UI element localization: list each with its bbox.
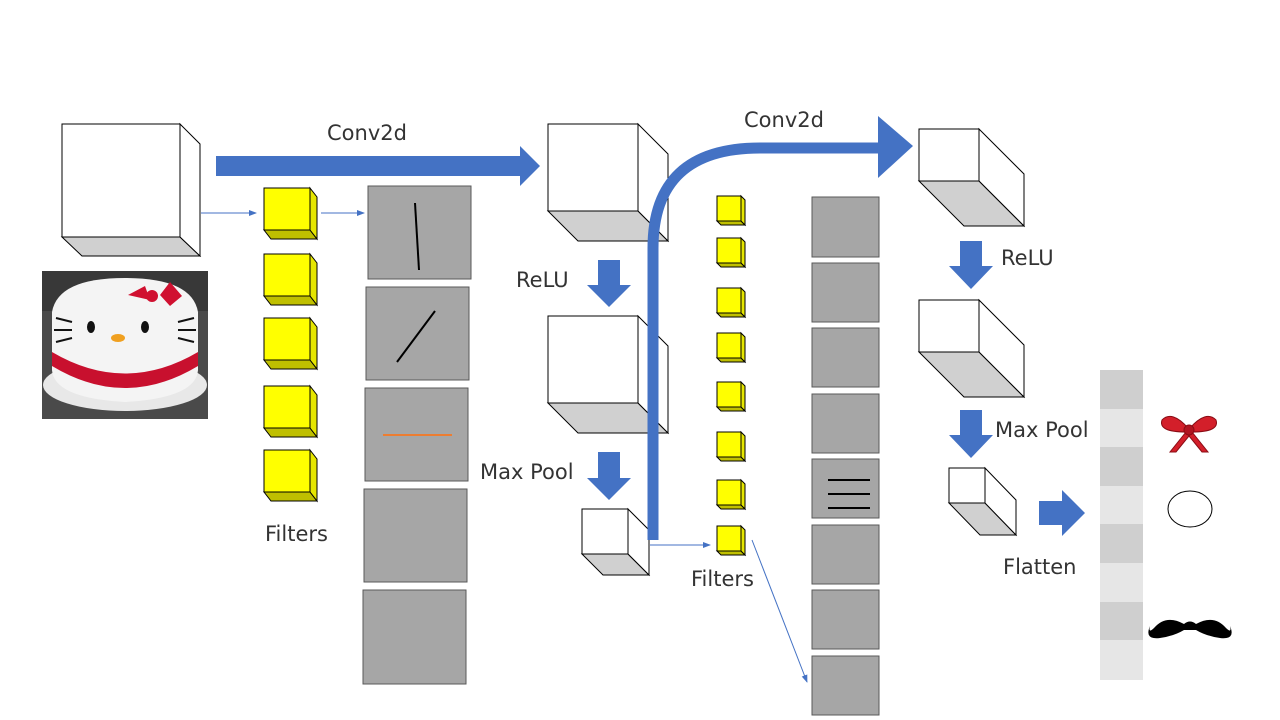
feature-map [811,196,880,258]
filter-cube [262,316,319,371]
filter-cube [715,380,747,413]
feature-map [362,589,467,685]
maxpool-arrow-2 [949,410,993,458]
filters-label-1: Filters [265,522,328,546]
conv2d-arrow-1 [216,146,540,186]
conv2d-label-1: Conv2d [327,121,407,145]
mustache-icon [1148,619,1232,639]
conv2d-arrow-2 [647,116,913,540]
filter-cube [262,384,319,439]
filter-cube [715,194,747,227]
relu-output-volume-2 [917,298,1026,399]
maxpool-arrow-1 [587,452,631,500]
relu-arrow-2 [949,241,993,289]
feature-map [811,655,880,716]
feature-map [811,262,880,323]
vertical-edge-line [414,202,420,271]
maxpool-label-1: Max Pool [480,460,574,484]
filters-column-2 [715,194,747,557]
feature-map [811,524,880,585]
pooled-volume-2 [947,466,1018,537]
horizontal-lines-pattern [828,479,870,509]
circle-icon [1167,490,1213,528]
filters-to-maps-arrow-2 [751,539,808,683]
filter-cube [715,430,747,463]
relu-output-volume-1 [546,314,670,435]
feature-maps-column-2 [811,196,880,716]
bow-icon [1161,415,1217,453]
flatten-arrow [1039,490,1085,536]
relu-label-1: ReLU [516,268,569,292]
filters-column-1 [262,186,319,503]
flatten-label: Flatten [1003,555,1077,579]
filter-cube [715,478,747,511]
diagonal-edge-line [396,310,436,363]
feature-map [811,393,880,454]
relu-label-2: ReLU [1001,246,1054,270]
relu-arrow-1 [587,260,631,307]
filter-cube [262,252,319,307]
filter-cube [262,186,319,241]
cake-photo [42,271,208,419]
filters-label-2: Filters [691,567,754,591]
filter-cube [262,448,319,503]
feature-map [811,327,880,388]
conv-output-volume-2 [917,127,1026,228]
feature-map [811,458,880,519]
feature-map [811,589,880,650]
filter-cube [715,236,747,269]
filter-cube [715,286,747,319]
feature-map [363,488,468,583]
filter-cube [715,524,747,557]
feature-maps-column-1 [362,185,472,685]
conv2d-label-2: Conv2d [744,108,824,132]
conv-output-volume-1 [546,122,670,243]
input-volume [60,122,202,258]
maxpool-label-2: Max Pool [995,418,1089,442]
filter-cube [715,331,747,364]
flattened-vector [1100,370,1143,680]
pooled-volume-1 [580,507,651,577]
